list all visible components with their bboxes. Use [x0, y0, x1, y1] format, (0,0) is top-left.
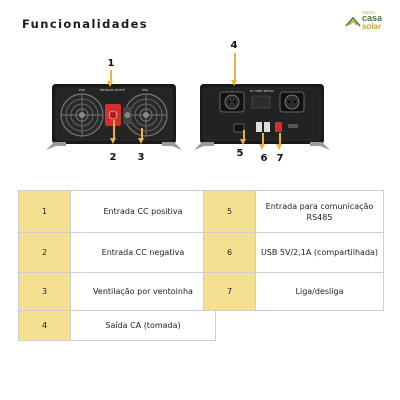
features-table-right: 5 Entrada para comunicação RS485 6 USB 5… — [203, 190, 384, 311]
callout-1: 1 — [107, 58, 115, 69]
row-description: Liga/desliga — [255, 272, 384, 311]
fan-left-icon — [60, 93, 104, 137]
brand-logo: minha casa solar — [345, 10, 397, 32]
fan-label-left: FAN — [79, 88, 85, 92]
inverter-back-drawing — [194, 84, 330, 150]
ac-outlet-right-icon — [279, 91, 305, 113]
arrow-5 — [240, 130, 246, 145]
page-title: Funcionalidades — [22, 17, 149, 31]
logo-casa-text: casa — [362, 13, 383, 23]
usb-port-icon — [256, 122, 262, 132]
house-sun-icon — [345, 16, 361, 27]
row-description: Ventilação por ventoinha — [70, 272, 216, 311]
callout-5: 5 — [236, 148, 244, 159]
row-number: 1 — [18, 190, 71, 233]
row-number: 7 — [203, 272, 256, 311]
row-number: 2 — [18, 232, 71, 273]
callout-7: 7 — [276, 153, 284, 164]
row-number: 5 — [203, 190, 256, 233]
battery-input-label: ENTRADA BATTE — [100, 88, 125, 92]
mount-foot-icon — [46, 142, 66, 150]
row-description: Saída CA (tomada) — [70, 310, 216, 341]
row-description: USB 5V/2,1A (compartilhada) — [255, 232, 384, 273]
row-number: 3 — [18, 272, 71, 311]
arrow-6 — [259, 133, 265, 150]
arrow-4 — [231, 53, 237, 86]
arrow-3 — [138, 128, 144, 144]
pv-label: PV SENT ENTRA — [250, 89, 274, 93]
power-switch-icon — [275, 122, 282, 132]
mount-foot-icon — [310, 142, 330, 150]
table-row: 7 Liga/desliga — [203, 272, 384, 311]
table-row: 3 Ventilação por ventoinha — [18, 272, 216, 311]
table-row: 2 Entrada CC negativa — [18, 232, 216, 273]
callout-2: 2 — [109, 152, 117, 163]
fan-label-right: FAN — [142, 88, 148, 92]
row-description: Entrada CC negativa — [70, 232, 216, 273]
arrow-2 — [110, 120, 116, 144]
rs485-port-icon — [233, 123, 245, 133]
inverter-back-panel: PV SENT ENTRA — [194, 84, 330, 150]
callout-6: 6 — [260, 153, 268, 164]
row-number: 6 — [203, 232, 256, 273]
table-row: 6 USB 5V/2,1A (compartilhada) — [203, 232, 384, 273]
logo-small-text: minha — [362, 10, 375, 15]
row-description: Entrada CC positiva — [70, 190, 216, 233]
features-table-left: 1 Entrada CC positiva 2 Entrada CC negat… — [18, 190, 216, 341]
ac-outlet-left-icon — [219, 91, 245, 113]
mount-foot-icon — [194, 142, 214, 150]
table-row: 1 Entrada CC positiva — [18, 190, 216, 233]
row-description: Entrada para comunicação RS485 — [255, 190, 384, 233]
callout-4: 4 — [230, 40, 238, 51]
inverter-front-panel: FAN ENTRADA BATTE FAN — [46, 84, 182, 150]
usb-port-icon — [264, 122, 270, 132]
logo-solar-text: solar — [362, 22, 382, 31]
mount-foot-icon — [162, 142, 182, 150]
row-number: 4 — [18, 310, 71, 341]
arrow-1 — [107, 70, 113, 87]
inverter-front-drawing — [46, 84, 182, 150]
table-row: 4 Saída CA (tomada) — [18, 310, 216, 341]
table-row: 5 Entrada para comunicação RS485 — [203, 190, 384, 233]
callout-3: 3 — [137, 152, 145, 163]
arrow-7 — [276, 133, 282, 150]
